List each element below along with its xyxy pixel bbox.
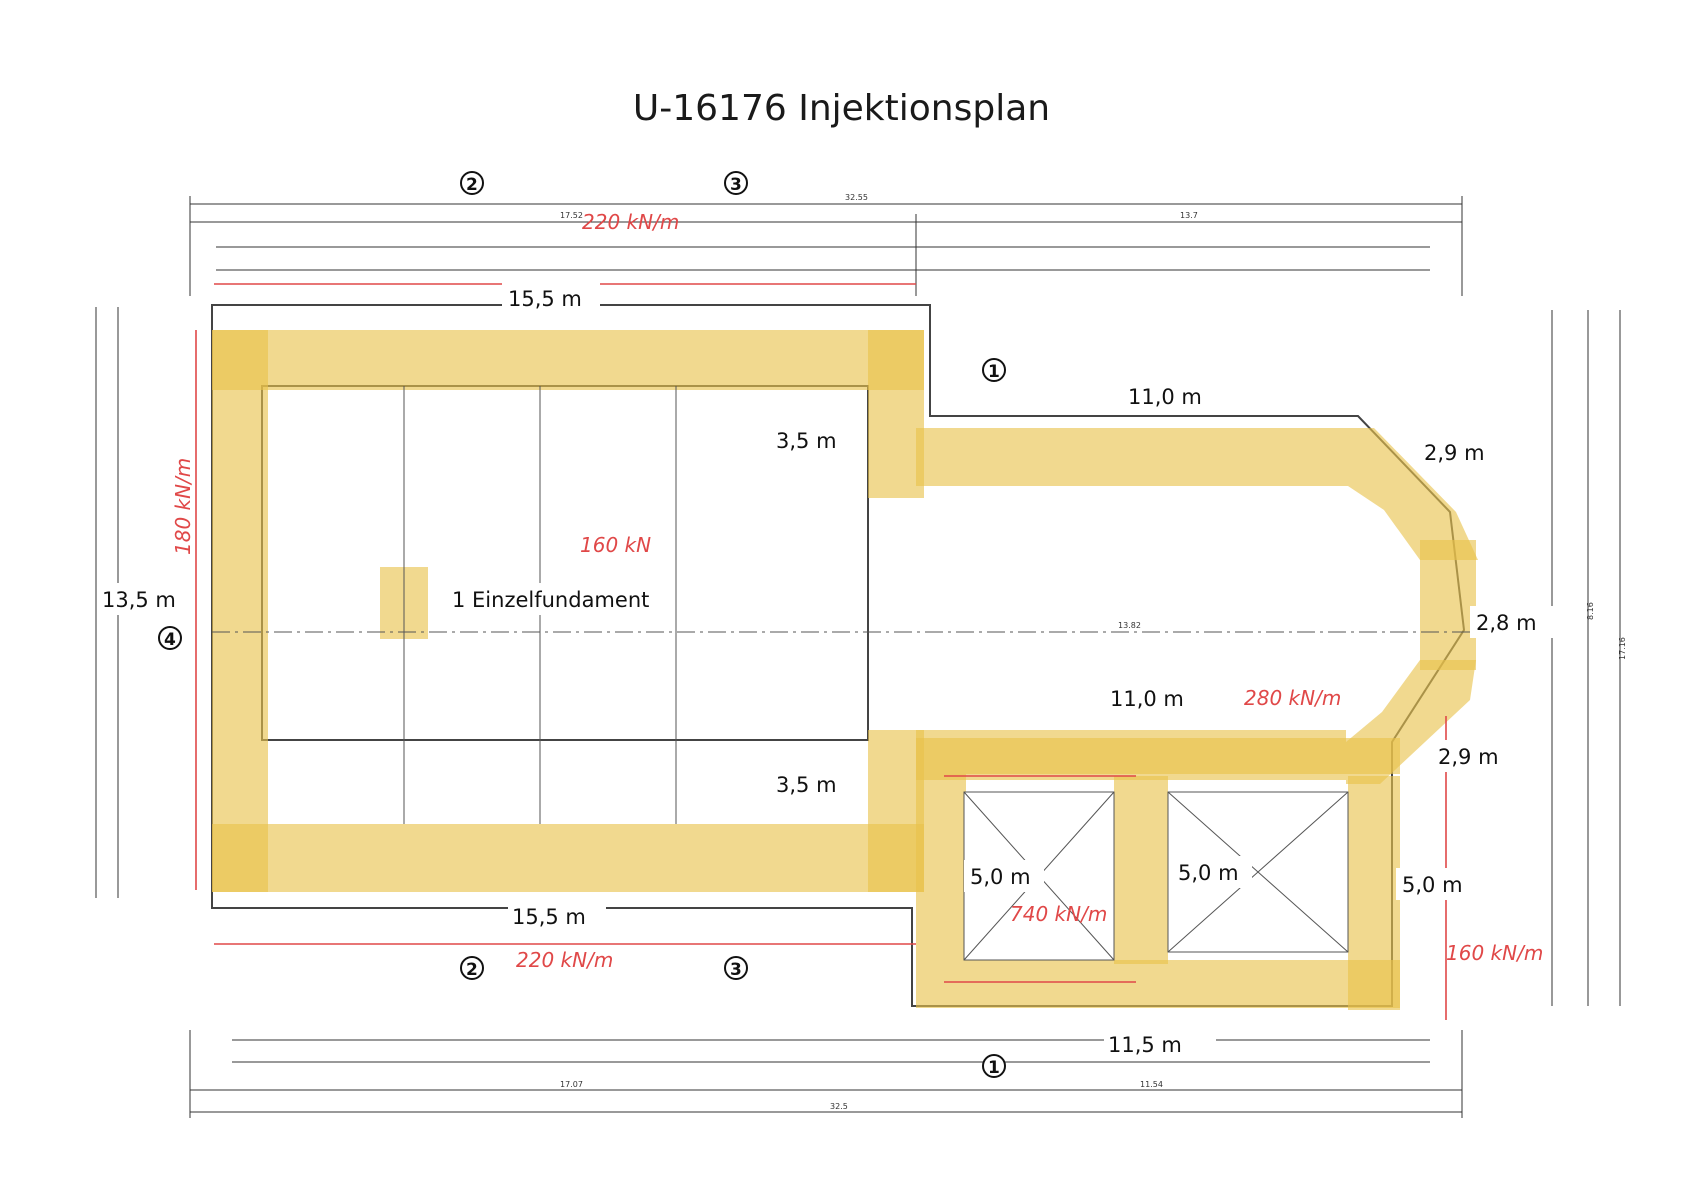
label-west-wall: 13,5 m [102, 588, 176, 612]
measurement-labels: 15,5 m 15,5 m 13,5 m 1 Einzelfundament 3… [102, 287, 1537, 1057]
label-sacristy-mid: 5,0 m [1178, 861, 1239, 885]
label-se-step: 3,5 m [776, 773, 837, 797]
highlight-zones [212, 330, 1478, 1010]
label-sacristy-right: 5,0 m [1402, 873, 1463, 897]
dim-left-part: 17.52 [560, 211, 583, 220]
axis-3-top: 3 [730, 175, 742, 195]
dim-bottom-right: 11.54 [1140, 1080, 1163, 1089]
axis-2-top: 2 [466, 175, 478, 195]
axis-markers [158, 171, 1006, 1078]
bottom-dimension-lines [189, 1030, 1463, 1118]
label-apse-upper: 2,9 m [1424, 441, 1485, 465]
dim-right-side: 8.16 [1586, 602, 1595, 620]
top-dimension-lines [189, 196, 1463, 296]
label-single-foundation: 1 Einzelfundament [452, 588, 649, 612]
label-top-nave: 15,5 m [508, 287, 582, 311]
note-center-load: 160 kN [580, 533, 651, 557]
dim-center-length: 13.82 [1118, 621, 1141, 630]
label-backgrounds [98, 281, 1554, 1060]
axis-3-bottom: 3 [730, 960, 742, 980]
label-sacristy-left: 5,0 m [970, 865, 1031, 889]
dim-bottom-left: 17.07 [560, 1080, 583, 1089]
dim-total-bottom: 32.5 [830, 1102, 848, 1111]
axis-marker-labels: 2 3 2 3 1 1 4 [164, 175, 1000, 1078]
note-choir-load: 280 kN/m [1244, 686, 1341, 710]
label-apse-middle: 2,8 m [1476, 611, 1537, 635]
axis-2-bottom: 2 [466, 960, 478, 980]
label-choir-north: 11,0 m [1128, 385, 1202, 409]
dim-total-top: 32.55 [845, 193, 868, 202]
label-ne-step: 3,5 m [776, 429, 837, 453]
axis-1-bottom: 1 [988, 1058, 1000, 1078]
note-right-load: 160 kN/m [1446, 941, 1543, 965]
axis-1-top: 1 [988, 362, 1000, 382]
note-bottom-load: 220 kN/m [516, 948, 613, 972]
label-bottom-nave: 15,5 m [512, 905, 586, 929]
label-apse-lower: 2,9 m [1438, 745, 1499, 769]
dim-right-part: 13.7 [1180, 211, 1198, 220]
page-title: U-16176 Injektionsplan [632, 88, 1051, 129]
label-choir-south: 11,0 m [1110, 687, 1184, 711]
label-bottom-span: 11,5 m [1108, 1033, 1182, 1057]
axis-4: 4 [164, 630, 176, 650]
note-sacristy-load: 740 kN/m [1010, 902, 1107, 926]
note-top-load: 220 kN/m [582, 210, 679, 234]
note-west-load: 180 kN/m [171, 458, 195, 555]
dim-right-height: 17.16 [1618, 637, 1627, 660]
